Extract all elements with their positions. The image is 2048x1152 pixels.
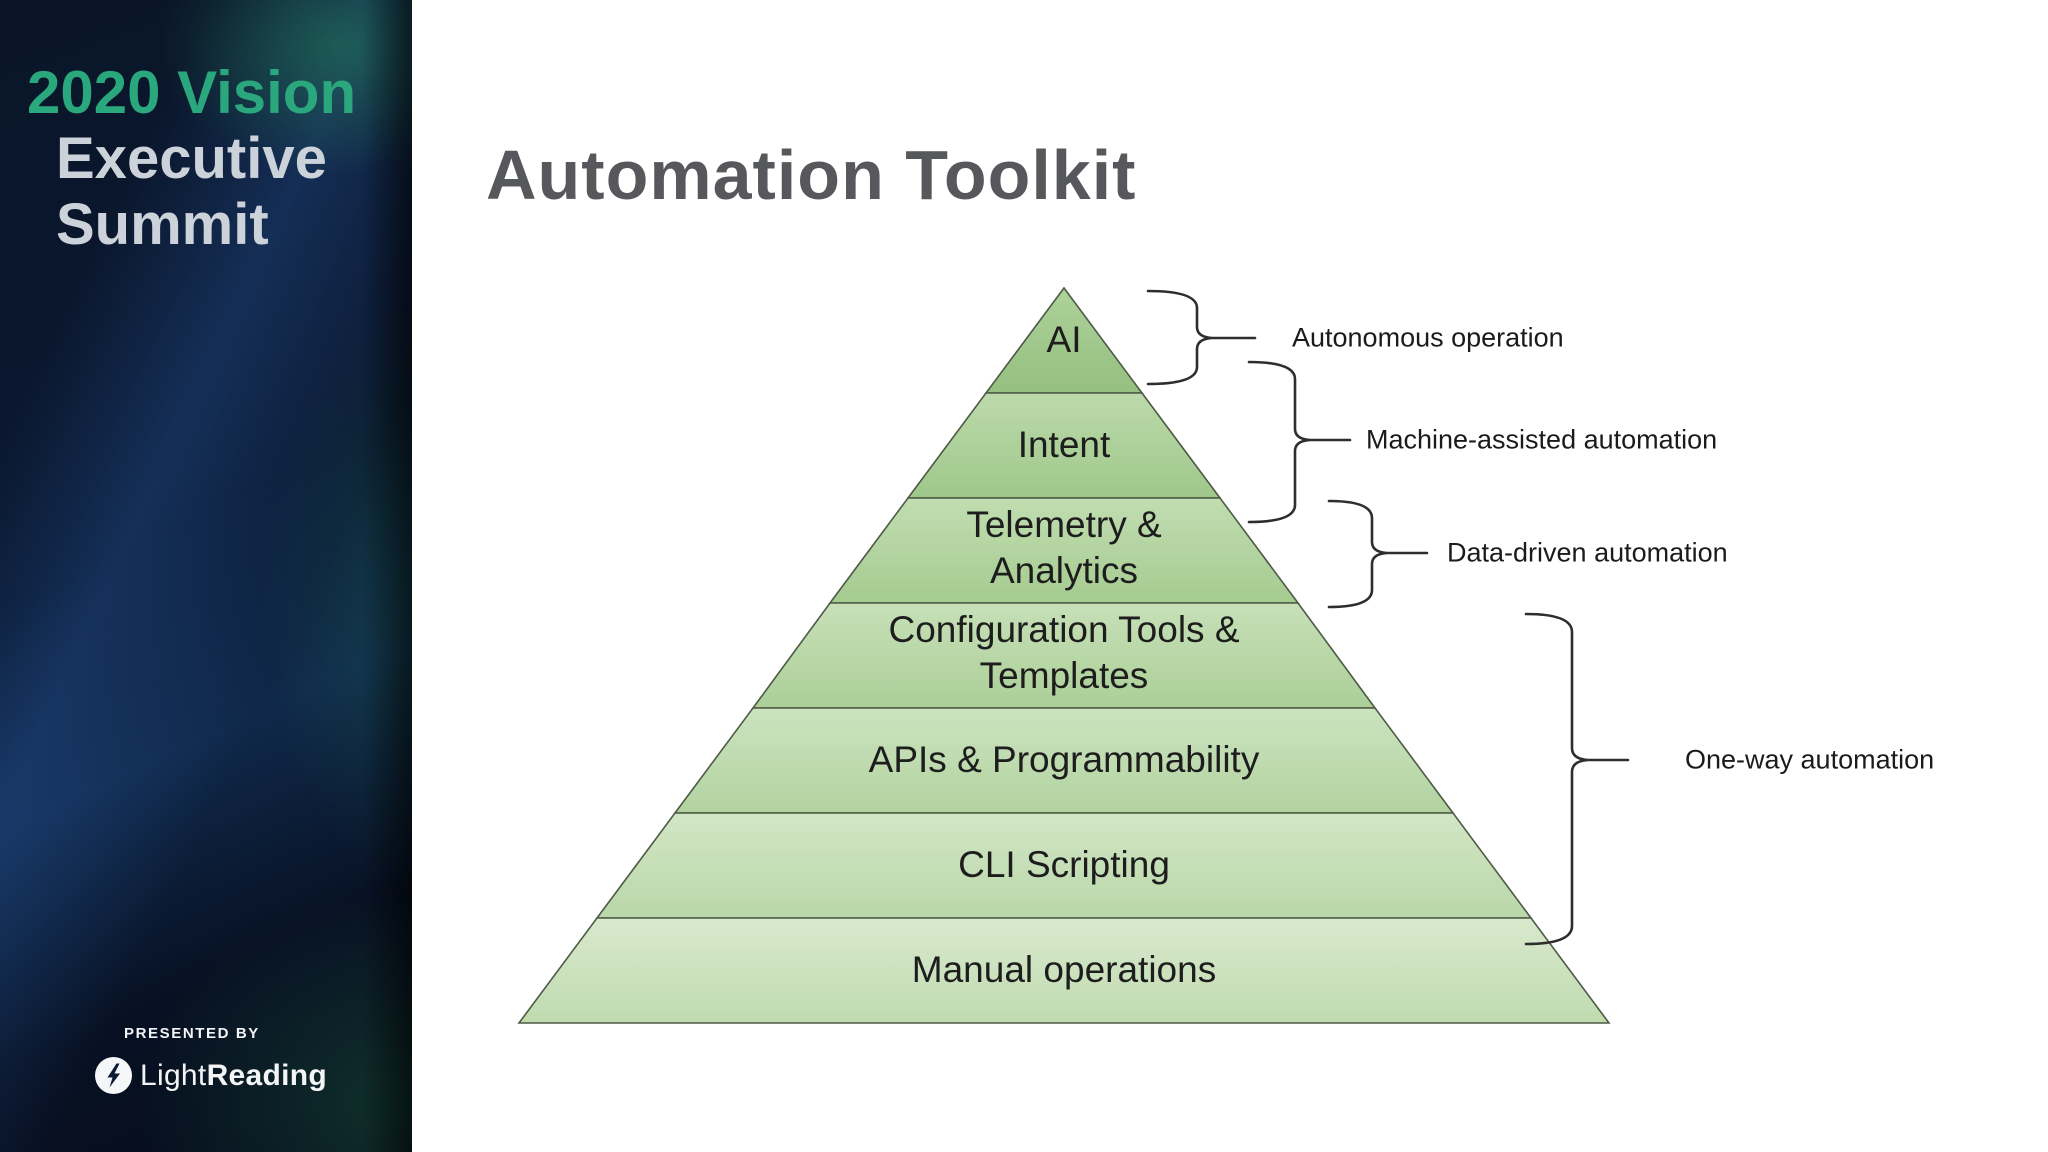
presented-by-label: PRESENTED BY [124,1025,260,1042]
sidebar: 2020 Vision Executive Summit PRESENTED B… [0,0,412,1152]
logo-word-reading: Reading [206,1058,328,1092]
lightning-bolt-icon [95,1057,132,1094]
lightreading-logo: LightReading [95,1057,327,1094]
logo-wordmark: LightReading [140,1059,327,1093]
pyramid-level-label-cli: CLI Scripting [958,844,1170,885]
annotation-machine-assisted-automation: Machine-assisted automation [1366,424,1718,455]
annotation-one-way-automation: One-way automation [1685,744,1935,775]
brace-data-driven-automation [1327,499,1429,609]
page-title: Automation Toolkit [486,135,1137,214]
pyramid-level-label-apis: APIs & Programmability [868,739,1260,780]
event-brand: 2020 Vision Executive Summit [0,60,412,258]
annotation-autonomous-operation: Autonomous operation [1292,322,1564,353]
brand-line-summit: Summit [56,192,269,257]
annotation-data-driven-automation: Data-driven automation [1447,537,1728,568]
pyramid-level-manual [517,917,1611,1024]
pyramid-levels [517,286,1611,1024]
pyramid-level-label-manual: Manual operations [911,949,1217,990]
brace-one-way-automation [1524,612,1630,946]
brand-line-2020-vision: 2020 Vision [27,59,357,126]
pyramid-level-label-config-tools: Configuration Tools & Templates [888,609,1240,696]
brand-line-executive: Executive [56,126,327,191]
brace-autonomous-operation [1146,289,1257,386]
brace-machine-assisted-automation [1247,360,1352,524]
pyramid-level-label-ai: AI [1046,319,1082,360]
pyramid-level-label-intent: Intent [1017,424,1111,465]
logo-word-light: Light [140,1058,207,1092]
pyramid-level-label-telemetry: Telemetry & Analytics [966,504,1162,591]
